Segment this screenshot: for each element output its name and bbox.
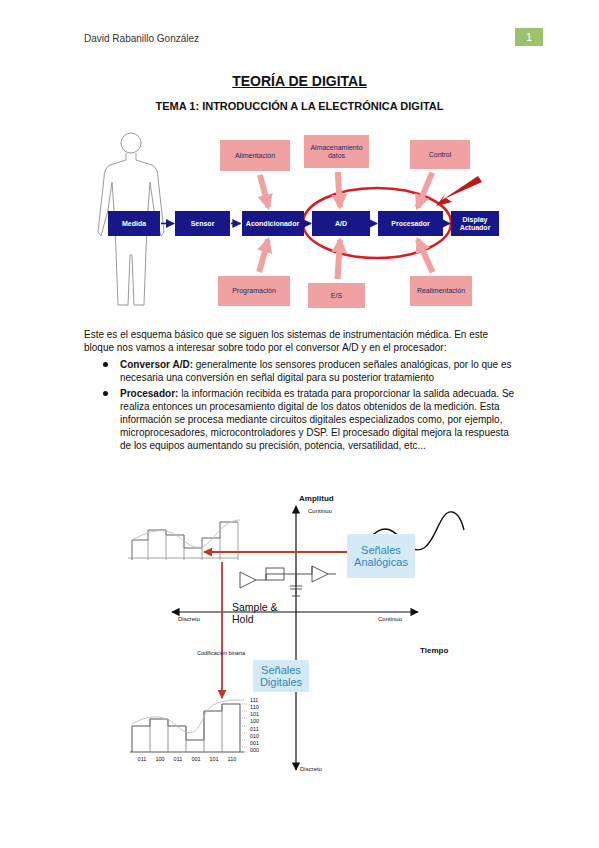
block-arrow <box>338 240 340 279</box>
block-name: Sample & Hold <box>232 601 302 625</box>
subtitle: TEMA 1: INTRODUCCIÓN A LA ELECTRÓNICA DI… <box>0 100 599 112</box>
coding-arrow <box>221 562 223 698</box>
level-code: 000 <box>250 747 264 753</box>
block-arrow <box>259 240 268 272</box>
flow-arrow <box>305 223 312 225</box>
input-block: Alimentación <box>220 140 290 171</box>
axis-note: Discreto <box>300 766 340 772</box>
sample-code: 100 <box>152 756 168 762</box>
node-text: Señales Analógicas <box>350 544 412 568</box>
node-text: Medida <box>122 220 146 228</box>
flow-arrow <box>371 223 377 225</box>
node-text: Procesador <box>391 220 430 228</box>
node-text: Alimentación <box>235 152 275 160</box>
bullet-term: Procesador: <box>120 388 178 399</box>
bullet-dot <box>103 391 108 396</box>
node-text: Señales Digitales <box>256 664 306 688</box>
axis-title: Tiempo <box>420 646 470 655</box>
node-text: Sensor <box>191 220 215 228</box>
node-text: Realimentación <box>417 287 465 295</box>
sample-code: 101 <box>206 756 222 762</box>
body-paragraph: Este es el esquema básico que se siguen … <box>84 328 516 354</box>
bullet-text: la información recibida es tratada para … <box>120 388 514 451</box>
block-arrow <box>260 175 268 207</box>
input-block: E/S <box>308 283 365 308</box>
sample-code: 011 <box>170 756 186 762</box>
node-text: Programación <box>232 287 276 295</box>
bullet-item: Conversor A/D: generalmente los sensores… <box>120 358 516 384</box>
sample-code: 001 <box>188 756 204 762</box>
block-arrow <box>418 240 433 273</box>
signal-tag: Señales Analógicas <box>347 534 415 578</box>
node-text: E/S <box>331 292 342 300</box>
level-code: 010 <box>250 733 264 739</box>
input-block: Programación <box>218 276 290 306</box>
digital-staircase <box>130 700 248 752</box>
axis-note: Discreto <box>178 616 218 622</box>
level-code: 111 <box>250 697 264 703</box>
sample-code: 011 <box>134 756 150 762</box>
node-text: Almacenamiento datos <box>307 144 366 160</box>
human-silhouette <box>98 133 164 305</box>
process-box: Display Actuador <box>451 211 499 236</box>
flow-arrow <box>444 223 450 225</box>
header-author: David Rabanillo González <box>84 33 384 44</box>
input-block: Realimentación <box>410 276 472 306</box>
highlight-ellipse <box>303 188 451 258</box>
axis-note: Continuo <box>378 616 418 622</box>
level-code: 001 <box>250 740 264 746</box>
node-text: 1 <box>526 31 532 43</box>
node-text: Acondicionador <box>246 220 299 228</box>
level-code: 101 <box>250 711 264 717</box>
sampled-staircase <box>128 520 240 560</box>
signal-tag: Señales Digitales <box>253 660 309 692</box>
level-code: 110 <box>250 704 264 710</box>
node-text: Display Actuador <box>454 216 496 232</box>
page-number-tab: 1 <box>515 28 543 46</box>
bullet-dot <box>103 362 108 367</box>
process-box: A/D <box>312 211 370 236</box>
process-box: Sensor <box>175 211 230 236</box>
sample-hold-symbol <box>240 566 336 596</box>
process-box: Acondicionador <box>242 211 304 236</box>
axis-note: Continuo <box>308 508 358 514</box>
level-code: 011 <box>250 726 264 732</box>
bullet-item: Procesador: la información recibida es t… <box>120 387 516 452</box>
node-text: Control <box>429 151 452 159</box>
input-block: Almacenamiento datos <box>304 135 369 168</box>
amplitude-axis <box>295 506 296 770</box>
pointer-arrow <box>436 176 482 206</box>
time-axis <box>172 611 418 612</box>
axis-note: Codificación binaria <box>196 650 246 657</box>
block-arrow <box>338 172 340 207</box>
conversion-arrow <box>204 551 348 553</box>
flow-arrow <box>231 223 241 225</box>
sample-code: 110 <box>224 756 240 762</box>
axis-title: Amplitud <box>299 494 359 503</box>
block-arrow <box>417 173 432 208</box>
page-title: TEORÍA DE DIGITAL <box>0 73 599 89</box>
process-box: Medida <box>108 211 160 236</box>
process-box: Procesador <box>378 211 443 236</box>
bullet-term: Conversor A/D: <box>120 359 193 370</box>
flow-arrow <box>161 223 174 225</box>
level-code: 100 <box>250 718 264 724</box>
input-block: Control <box>410 140 470 169</box>
node-text: A/D <box>335 220 347 228</box>
header-rule <box>0 45 599 46</box>
